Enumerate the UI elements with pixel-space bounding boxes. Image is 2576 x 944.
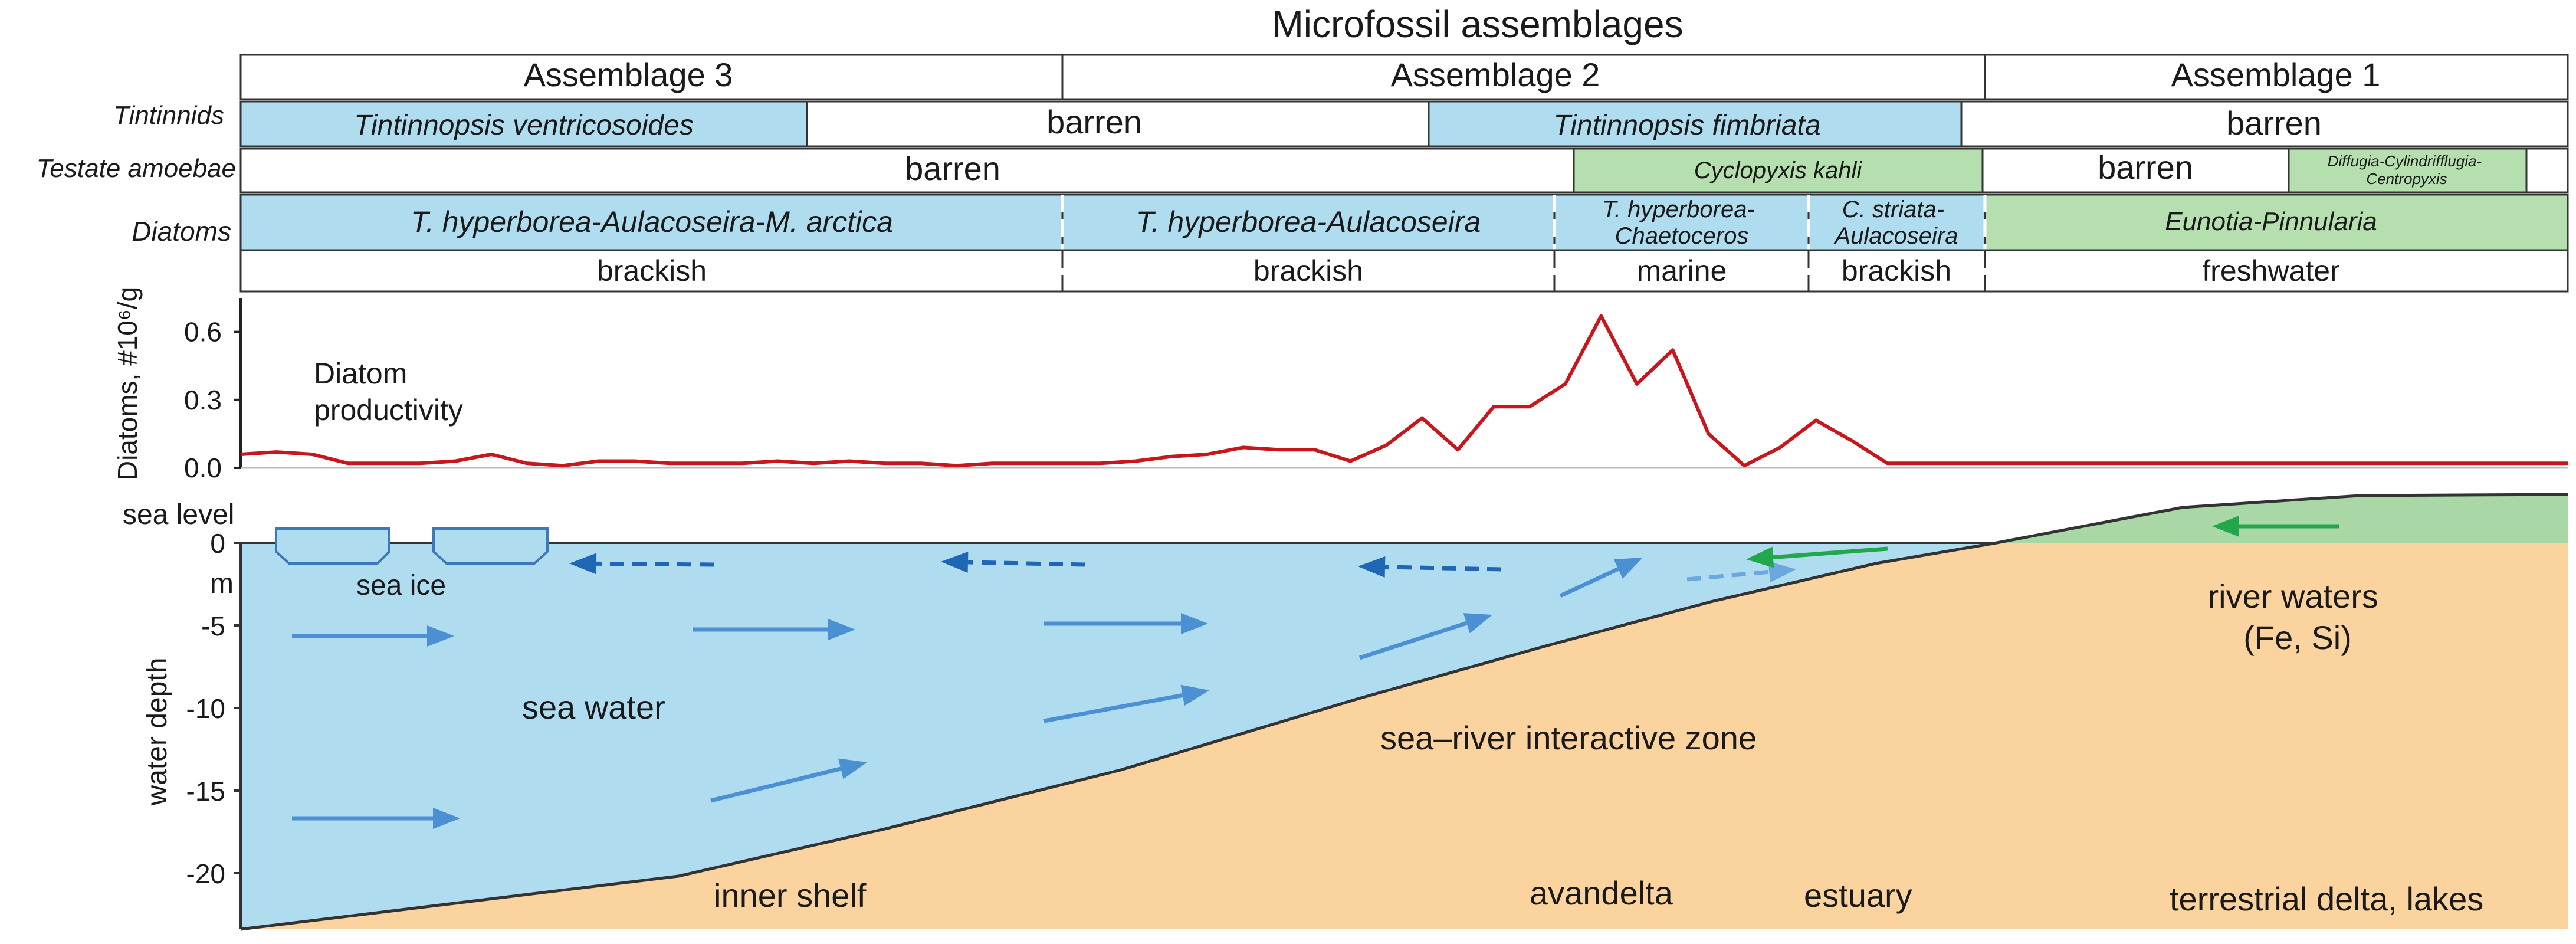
sea-water-area: [241, 543, 1997, 929]
flow-arrow: [1043, 684, 1209, 723]
salinity-label-2: brackish: [1253, 254, 1363, 287]
sea-ice-block-2: [432, 527, 549, 565]
tintinnids-row: Tintinnids Tintinnopsis ventricosoides b…: [113, 100, 2569, 148]
flow-arrow: [1044, 613, 1208, 634]
testate-zone-4: [2288, 148, 2528, 194]
chart-y-tick-label: 0.3: [184, 385, 222, 415]
depth-tick-label: -10: [186, 693, 225, 724]
sea-ice-block-1: [275, 527, 390, 565]
depth-tick-label: -15: [186, 776, 225, 807]
tintinnids-zone-3: [1428, 100, 1963, 148]
interactive-zone-label: sea–river interactive zone: [1380, 719, 1757, 756]
testate-row: Testate amoebae barren Cyclopyxis kahli …: [37, 148, 2569, 194]
inner-shelf-label: inner shelf: [714, 877, 867, 914]
mixing-flow-arrow: [1686, 561, 1796, 583]
flow-arrow: [1358, 613, 1492, 660]
flow-arrow: [292, 808, 460, 829]
tintinnids-zone-2-label: barren: [1046, 103, 1142, 140]
terrestrial-label: terrestrial delta, lakes: [2170, 880, 2483, 917]
diatom-zone-5-label: Eunotia-Pinnularia: [2165, 207, 2377, 236]
tintinnids-zone-1-label: Tintinnopsis ventricosoides: [354, 110, 694, 141]
land-area: [241, 543, 2568, 929]
diatom-zone-4-label: C. striata- Aulacoseira: [1833, 196, 1958, 249]
sea-ice-label: sea ice: [356, 570, 446, 601]
chart-y-tick-label: 0.6: [184, 317, 222, 348]
tintinnids-row-label: Tintinnids: [113, 101, 224, 130]
sea-level-label: sea level: [123, 499, 234, 530]
salinity-label-5: freshwater: [2202, 254, 2339, 287]
assemblage-1-label: Assemblage 1: [2171, 56, 2381, 93]
chart-y-tick-label: 0.0: [184, 453, 222, 483]
offshore-flow-arrow: [1358, 556, 1502, 578]
depth-tick-label: -20: [186, 858, 225, 889]
salinity-label-4: brackish: [1842, 254, 1951, 287]
assemblage-3-label: Assemblage 3: [524, 56, 733, 93]
tintinnids-zone-1: [239, 100, 808, 148]
chart-y-label: Diatoms, #10⁶/g: [112, 287, 143, 480]
river-water-area: [1997, 494, 2568, 543]
salinity-label-3: marine: [1637, 254, 1727, 287]
avandelta-label: avandelta: [1530, 874, 1673, 912]
offshore-flow-arrow: [569, 553, 714, 575]
testate-row-label: Testate amoebae: [37, 154, 236, 183]
profile-ticks: 0 -5 -10 -15 -20: [186, 528, 241, 889]
productivity-chart: 0.0 0.3 0.6 Diatoms, #10⁶/g Diatom product…: [112, 287, 2568, 483]
tintinnids-zone-4-label: barren: [2226, 104, 2322, 142]
river-flow-arrow: [1746, 546, 1888, 568]
testate-zone-4-label: Diffugia-Cylindrifflugia- Centropyxis: [2328, 152, 2486, 188]
salinity-row: brackish brackish marine brackish freshw…: [239, 249, 2569, 293]
chart-annotation: Diatom productivity: [314, 357, 463, 427]
diagram-title: Microfossil assemblages: [1272, 3, 1683, 45]
flow-arrow: [1559, 558, 1643, 598]
river-waters-label: river waters (Fe, Si): [2208, 578, 2388, 656]
water-depth-label: water depth: [142, 658, 173, 807]
diatom-zone-1-label: T. hyperborea-Aulacoseira-M. arctica: [411, 205, 893, 238]
testate-zone-3-label: barren: [2098, 149, 2193, 186]
sea-water-label: sea water: [522, 689, 665, 726]
testate-zone-2: [1573, 148, 1984, 194]
salinity-label-1: brackish: [597, 254, 707, 287]
diatoms-row-label: Diatoms: [132, 216, 231, 247]
depth-unit-label: m: [210, 568, 234, 599]
diatom-zone-3-label: T. hyperborea- Chaetoceros: [1602, 196, 1761, 249]
seabed-line: [240, 493, 2568, 931]
testate-zone-1-label: barren: [905, 150, 1000, 187]
tintinnids-zone-3-label: Tintinnopsis fimbriata: [1553, 110, 1820, 141]
diatom-zone-1: [239, 194, 1064, 251]
offshore-flow-arrow: [941, 551, 1086, 573]
diatoms-row: Diatoms T. hyperborea-Aulacoseira-M. arc…: [132, 194, 2569, 251]
testate-zone-2-label: Cyclopyxis kahli: [1694, 158, 1863, 183]
flow-arrow: [292, 625, 454, 647]
cross-section: 0 -5 -10 -15 -20 sea level m water depth sea…: [123, 493, 2568, 931]
depth-tick-label: -5: [201, 611, 225, 641]
assemblage-row: Assemblage 3 Assemblage 2 Assemblage 1: [239, 54, 2569, 100]
estuary-label: estuary: [1804, 877, 1912, 914]
diatom-zone-2: [1061, 194, 1556, 251]
diatom-productivity-line: [240, 314, 2568, 468]
diatom-zone-5: [1984, 194, 2569, 251]
flow-arrow: [710, 758, 867, 803]
river-flow-arrow: [2212, 516, 2339, 537]
chart-ticks: 0.0 0.3 0.6: [184, 317, 241, 483]
flow-arrow: [693, 619, 855, 640]
depth-tick-label: 0: [210, 528, 225, 559]
diatom-zone-2-label: T. hyperborea-Aulacoseira: [1136, 205, 1481, 238]
assemblage-2-label: Assemblage 2: [1391, 56, 1600, 93]
flow-arrows: [292, 516, 2339, 829]
